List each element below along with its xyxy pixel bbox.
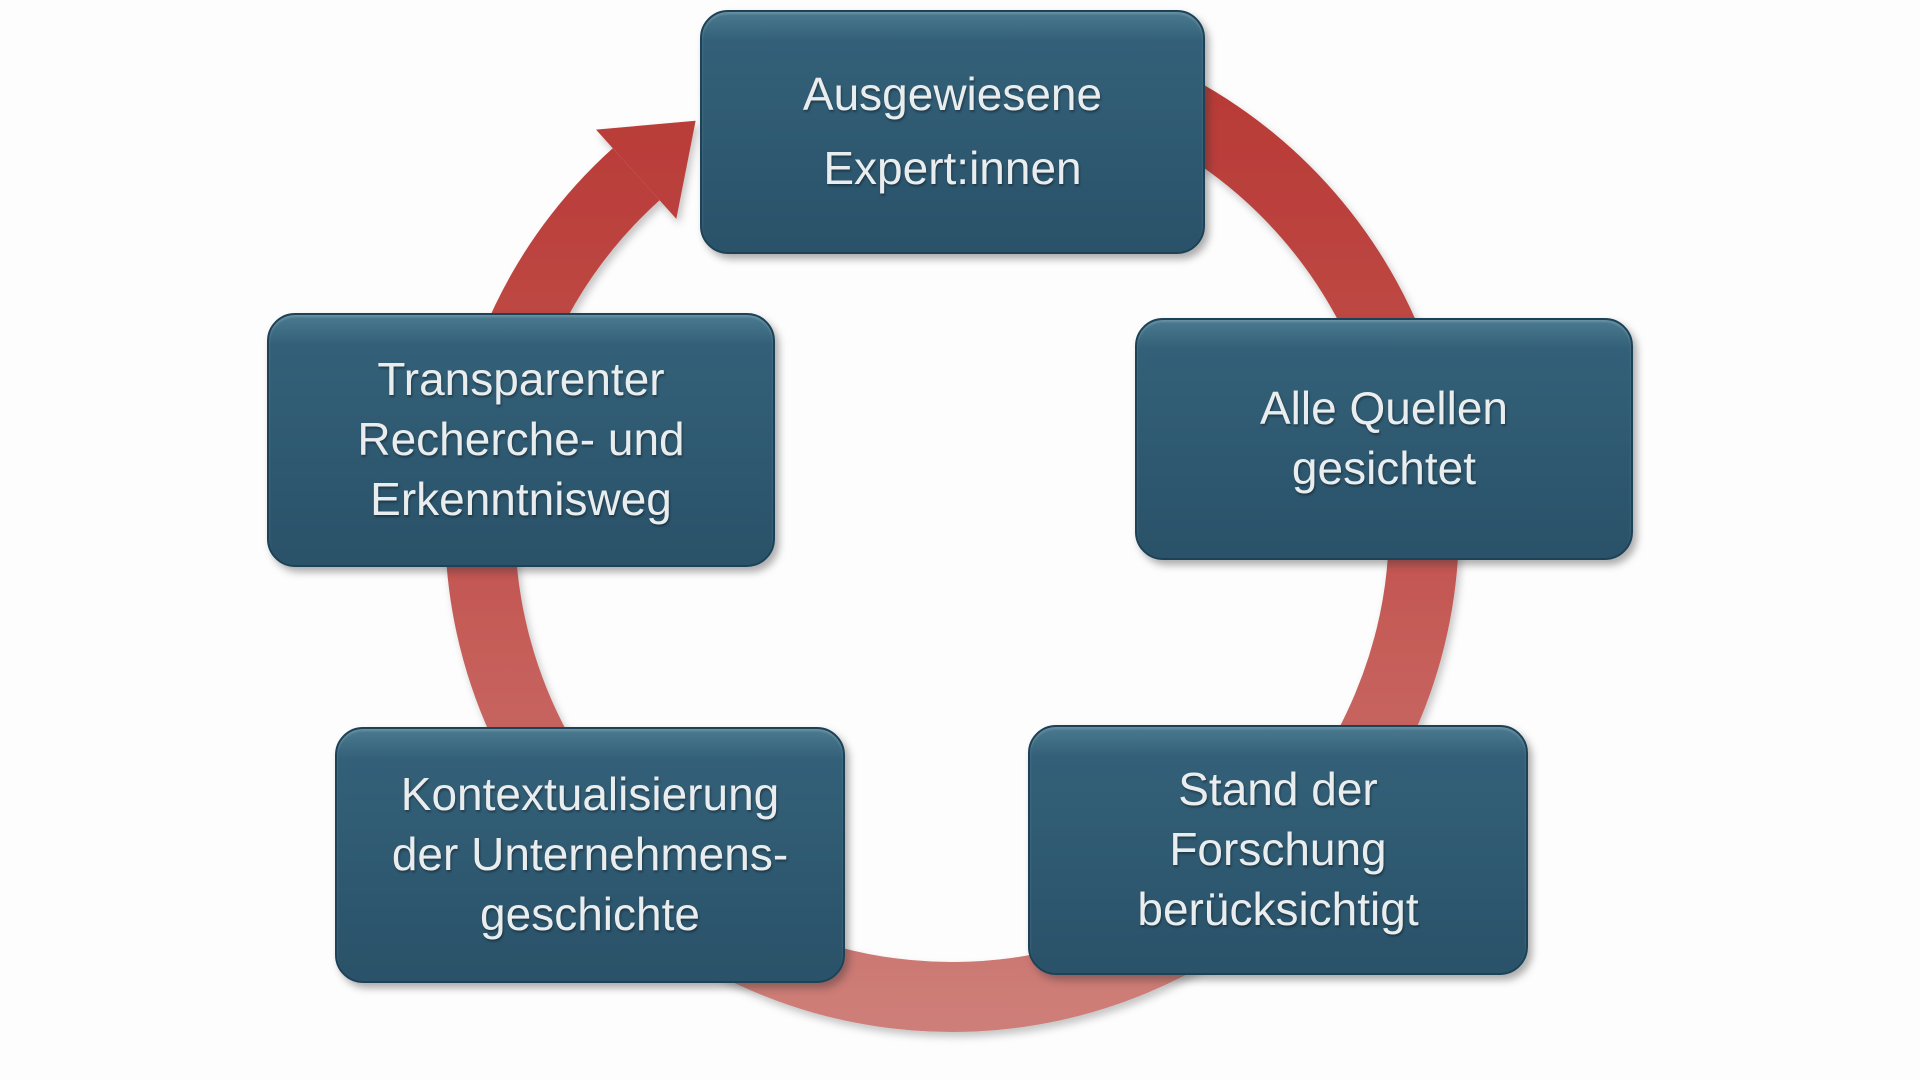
cycle-node-stand-der-forschung: Stand der Forschung berücksichtigt	[1028, 725, 1528, 975]
cycle-node-transparenter-weg: Transparenter Recherche- und Erkenntnisw…	[267, 313, 775, 567]
cycle-node-label: Kontextualisierung der Unternehmens- ges…	[391, 768, 789, 940]
cycle-node-label: Stand der Forschung berücksichtigt	[1137, 763, 1419, 935]
cycle-node-quellen-gesichtet: Alle Quellen gesichtet	[1135, 318, 1633, 560]
cycle-node-expertinnen: Ausgewiesene Expert:innen	[700, 10, 1205, 254]
arrowhead-icon	[596, 120, 696, 219]
cycle-node-label: Ausgewiesene Expert:innen	[802, 68, 1103, 194]
cycle-node-kontextualisierung: Kontextualisierung der Unternehmens- ges…	[335, 727, 845, 983]
cycle-node-label: Alle Quellen gesichtet	[1259, 382, 1509, 494]
cycle-node-label: Transparenter Recherche- und Erkenntnisw…	[357, 353, 685, 525]
